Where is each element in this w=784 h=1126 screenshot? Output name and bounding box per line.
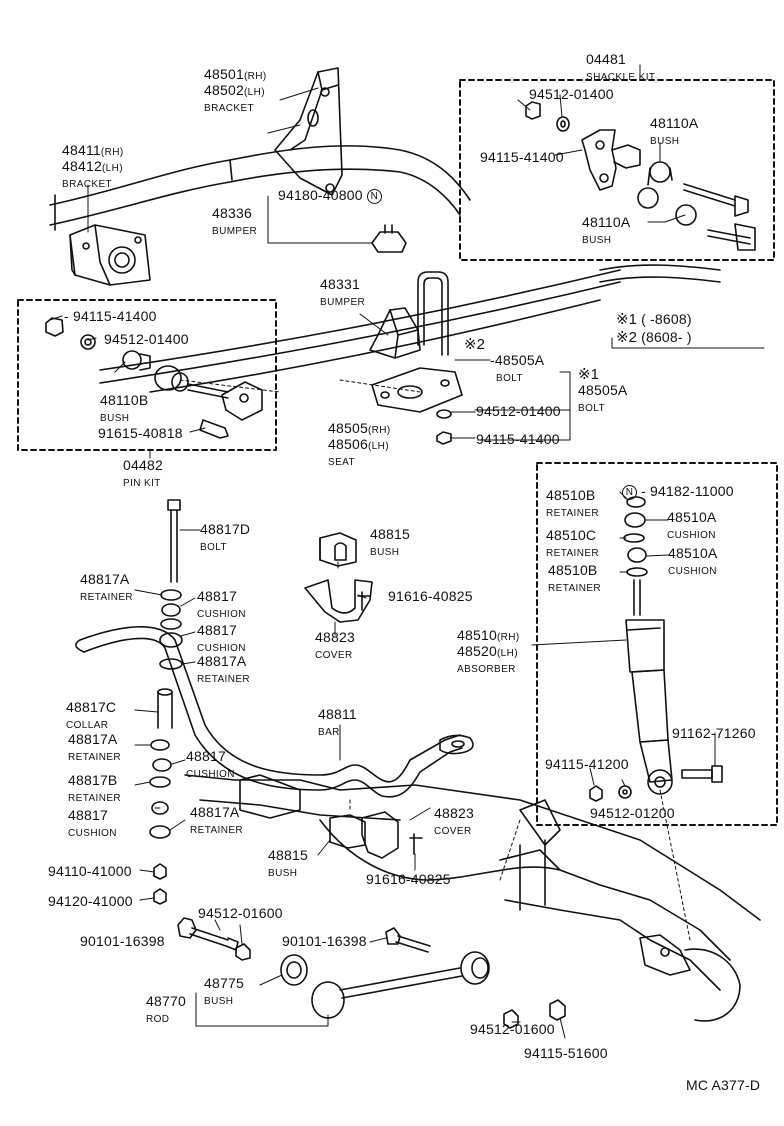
bracket-48411-drawing — [69, 224, 151, 286]
bolt-94182-label: N - 94182-11000 — [622, 484, 734, 500]
bolt-91616-bottom-label: 91616-40825 — [366, 871, 451, 887]
bracket-48501-drawing — [274, 67, 343, 196]
seat-nut-label: 94115-41400 — [476, 431, 560, 447]
nut-94115-51600-label: 94115-51600 — [524, 1045, 608, 1061]
bolt-94180-label: 94180-40800 N — [278, 188, 382, 204]
pin-kit-parts — [45, 317, 263, 439]
seat-label: 48505(RH) 48506(LH) SEAT — [328, 420, 391, 468]
shackle-kit-box — [459, 79, 775, 261]
marker-n-1: N — [366, 188, 382, 204]
bolt-90101-right-label: 90101-16398 — [282, 933, 367, 949]
leaf-spring-drawing — [99, 264, 721, 393]
bracket-48411-label: 48411(RH) 48412(LH) BRACKET — [62, 142, 124, 190]
u-bolt-drawing — [417, 271, 449, 356]
washer-94512-01600-left-label: 94512-01600 — [198, 905, 283, 921]
bush-48815-bottom — [329, 814, 366, 849]
note-1: ※1 ( -8608) — [616, 311, 692, 328]
nut-94110-label: 94110-41000 — [48, 863, 132, 879]
shackle-kit-label: 04481 SHACKLE KIT — [586, 51, 656, 83]
washer-94512-01600-right-label: 94512-01600 — [470, 1021, 555, 1037]
leader-lines — [49, 64, 765, 1039]
bumper-48331-drawing — [369, 307, 421, 359]
pin-kit-washer-label: 94512-01400 — [104, 331, 189, 347]
rod-48770-drawing — [280, 951, 490, 1019]
cover-48823-bottom — [361, 811, 423, 859]
bolt-91615-label: 91615-40818 — [98, 425, 183, 441]
nut-94115-41200-label: 94115-41200 — [545, 756, 629, 772]
washer-94512-01200-label: 94512-01200 — [590, 805, 675, 821]
seat-48505-drawing — [371, 367, 463, 413]
shackle-kit-parts — [525, 101, 756, 251]
absorber-drawing — [589, 496, 723, 802]
diagram-id: MC A377-D — [686, 1077, 761, 1093]
cover-48823-top — [304, 579, 373, 623]
seat-washer-label: 94512-01400 — [476, 403, 561, 419]
bumper-48336-drawing — [371, 224, 407, 253]
note-2: ※2 (8608- ) — [616, 329, 692, 346]
nut-94120-label: 94120-41000 — [48, 893, 133, 909]
absorber-label: 48510(RH) 48520(LH) ABSORBER — [457, 627, 520, 675]
shackle-nut-label: 94115-41400 — [480, 149, 564, 165]
absorber-kit-box — [536, 462, 778, 826]
bolt-91616-top-label: 91616-40825 — [388, 588, 473, 604]
bush-48815-top — [319, 532, 357, 567]
marker-n-2: N — [622, 484, 637, 500]
frame-rail-upper — [49, 145, 471, 231]
guide-lines — [179, 379, 691, 941]
rod-bolts — [177, 917, 566, 1029]
lower-frame-drawing — [184, 774, 761, 1022]
bolt-90101-left-label: 90101-16398 — [80, 933, 165, 949]
stabilizer-bar-drawing — [75, 626, 474, 798]
link-bolt-stack — [149, 499, 183, 905]
bracket-48501-label: 48501(RH) 48502(LH) BRACKET — [204, 66, 267, 114]
bolt-48505a-mark-2: ※2 — [464, 336, 485, 353]
bolt-91162-label: 91162-71260 — [672, 725, 756, 741]
pin-kit-nut-label: - 94115-41400 — [64, 308, 157, 324]
seat-washer-nut — [436, 409, 452, 445]
shackle-washer-label: 94512-01400 — [529, 86, 614, 102]
pin-kit-box — [17, 299, 277, 451]
